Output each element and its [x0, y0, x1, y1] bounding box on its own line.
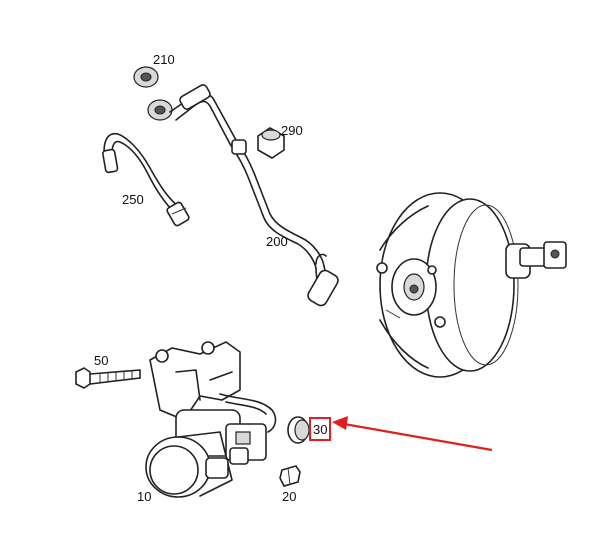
callout-20: 20 — [282, 489, 296, 504]
seal-ring-30[interactable] — [287, 416, 310, 444]
vacuum-line-200[interactable] — [169, 83, 340, 307]
highlight-box — [309, 417, 331, 441]
grommet-210-upper[interactable] — [133, 66, 159, 88]
clip-20[interactable] — [279, 465, 301, 487]
pointer-arrow — [332, 416, 493, 452]
callout-50: 50 — [94, 353, 108, 368]
bolt-50[interactable] — [75, 367, 141, 389]
vacuum-pump-10[interactable] — [145, 341, 277, 498]
callout-290: 290 — [281, 123, 303, 138]
grommet-210-lower[interactable] — [147, 99, 173, 121]
callout-250: 250 — [122, 192, 144, 207]
hose-250[interactable] — [102, 132, 190, 227]
callout-210: 210 — [153, 52, 175, 67]
callout-10: 10 — [137, 489, 151, 504]
callout-30: 30 — [313, 422, 327, 437]
connector-290[interactable] — [257, 127, 285, 159]
brake-booster[interactable] — [376, 192, 567, 378]
callout-200: 200 — [266, 234, 288, 249]
